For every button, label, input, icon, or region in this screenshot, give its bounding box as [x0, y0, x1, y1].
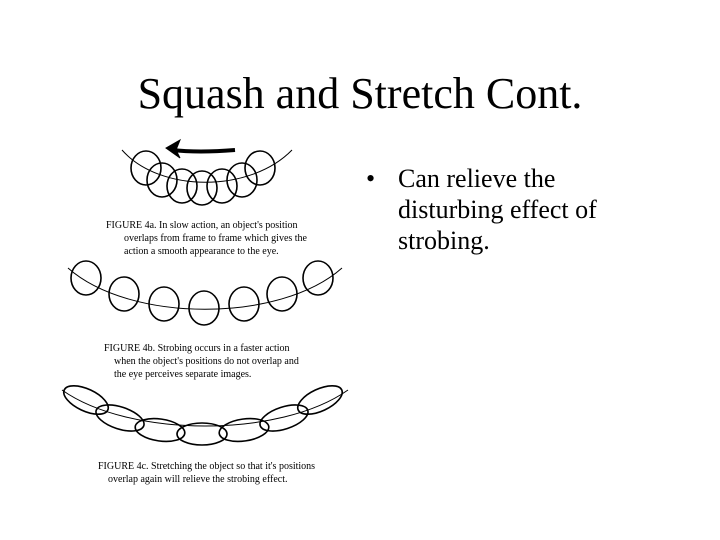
- ball-b-4: [188, 290, 220, 326]
- ball-b-5: [228, 286, 260, 322]
- figure-4c-drawing: [61, 384, 349, 446]
- ball-b-3: [148, 286, 180, 322]
- ball-b-6: [266, 276, 298, 312]
- figure-4b-caption: FIGURE 4b. Strobing occurs in a faster a…: [104, 342, 304, 381]
- figure-4c-caption: FIGURE 4c. Stretching the object so that…: [98, 460, 318, 486]
- ball-c-2: [95, 404, 145, 432]
- caption-line: overlaps from frame to frame which gives…: [124, 233, 307, 244]
- caption-line: the eye perceives separate images.: [114, 369, 252, 380]
- trajectory-c: [61, 389, 349, 427]
- bullet-text: Can relieve the disturbing effect of str…: [398, 164, 597, 255]
- arrow-shaft: [171, 148, 236, 154]
- ball-a-7: [244, 150, 276, 186]
- ball-c-5: [218, 417, 270, 443]
- slide-title: Squash and Stretch Cont.: [137, 69, 583, 118]
- ball-a-2: [146, 162, 178, 198]
- figure-4a-drawing: [121, 138, 293, 206]
- ball-c-6: [259, 404, 309, 432]
- squash-stretch-figure: [61, 138, 349, 446]
- caption-line: action a smooth appearance to the eye.: [124, 246, 279, 257]
- figure-4a-caption: FIGURE 4a. In slow action, an object's p…: [106, 219, 326, 258]
- ball-c-4: [176, 422, 228, 446]
- ball-a-5: [206, 168, 238, 204]
- ball-a-4: [186, 170, 218, 206]
- ball-c-7: [296, 384, 344, 416]
- ball-a-3: [166, 168, 198, 204]
- trajectory-b: [67, 267, 343, 310]
- caption-line: overlap again will relieve the strobing …: [108, 474, 288, 485]
- ball-a-6: [226, 162, 258, 198]
- ball-b-7: [302, 260, 334, 296]
- ball-b-1: [70, 260, 102, 296]
- caption-line: FIGURE 4a. In slow action, an object's p…: [106, 220, 298, 231]
- ball-c-3: [134, 417, 186, 443]
- ball-a-1: [130, 150, 162, 186]
- ball-b-2: [108, 276, 140, 312]
- ball-c-1: [62, 384, 110, 416]
- arrow-head: [165, 138, 181, 159]
- caption-line: FIGURE 4b. Strobing occurs in a faster a…: [104, 343, 290, 354]
- caption-line: when the object's positions do not overl…: [114, 356, 299, 367]
- bullet-marker: •: [366, 164, 376, 193]
- caption-line: FIGURE 4c. Stretching the object so that…: [98, 461, 316, 472]
- figure-4b-drawing: [67, 260, 343, 326]
